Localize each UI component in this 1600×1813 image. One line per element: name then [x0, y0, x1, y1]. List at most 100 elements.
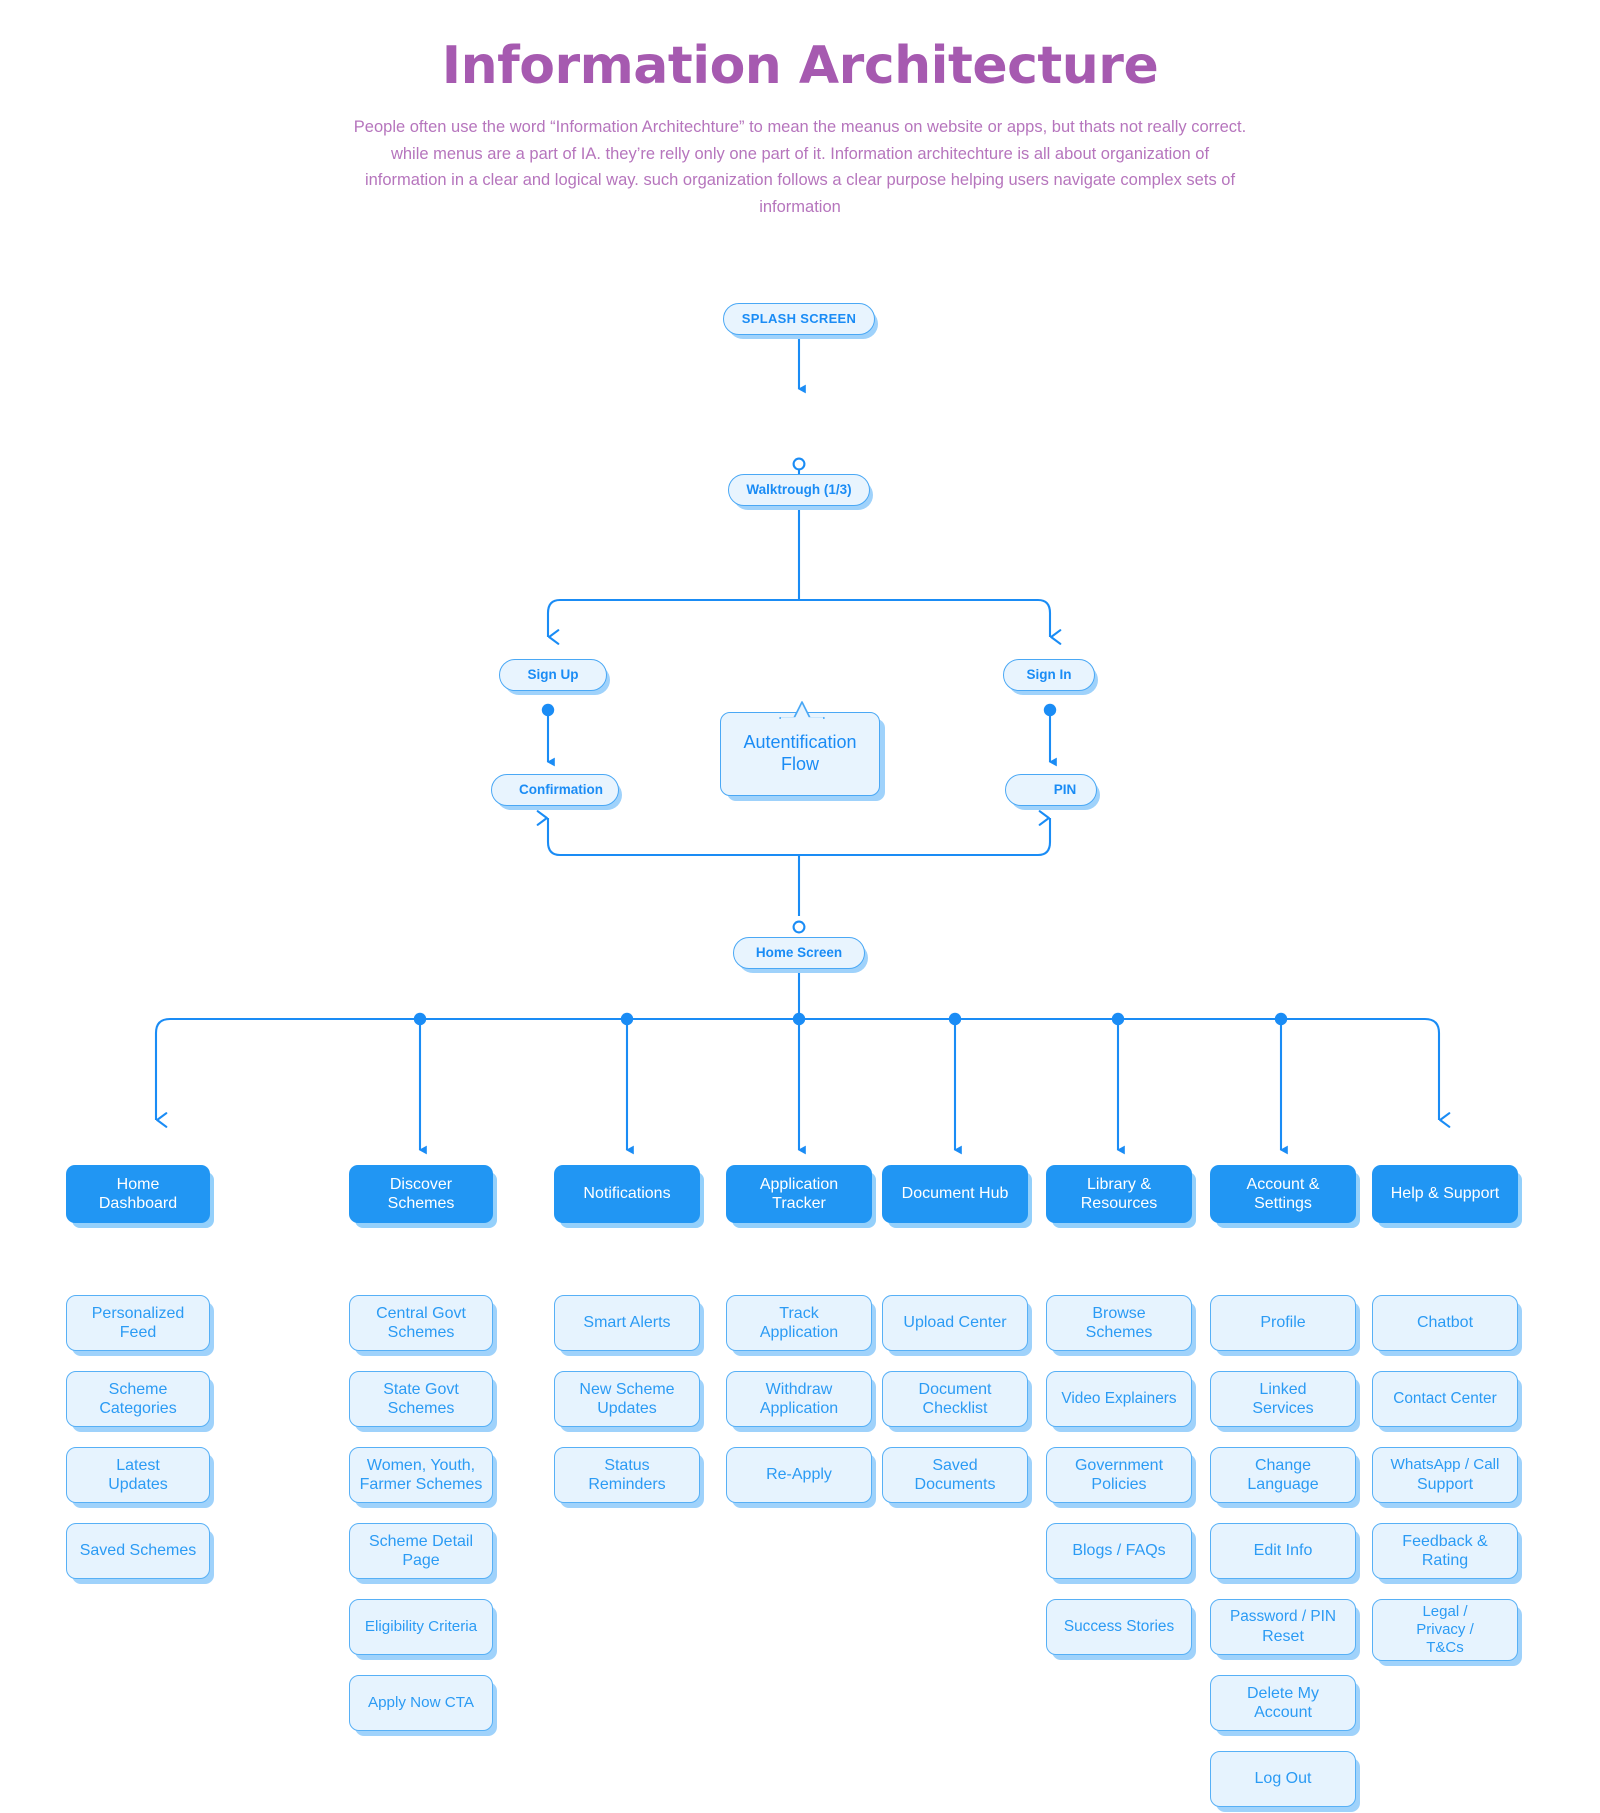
sub-item[interactable]: Document Checklist — [882, 1371, 1028, 1427]
sub-label-line1: WhatsApp / Call — [1390, 1456, 1500, 1474]
category-label-line1: Discover — [389, 1175, 453, 1193]
sub-item[interactable]: Change Language — [1210, 1447, 1356, 1503]
sub-item[interactable]: Latest Updates — [66, 1447, 210, 1503]
category-card[interactable]: Help & Support — [1372, 1165, 1518, 1223]
category-card[interactable]: Home Dashboard — [66, 1165, 210, 1223]
category-card[interactable]: Application Tracker — [726, 1165, 872, 1223]
node-pin[interactable]: PIN — [1005, 774, 1097, 806]
sub-label-line1: Feedback & — [1402, 1532, 1488, 1550]
sub-item[interactable]: Central Govt Schemes — [349, 1295, 493, 1351]
sub-item[interactable]: Scheme Detail Page — [349, 1523, 493, 1579]
category-card[interactable]: Library & Resources — [1046, 1165, 1192, 1223]
sub-item[interactable]: Linked Services — [1210, 1371, 1356, 1427]
category-card[interactable]: Account & Settings — [1210, 1165, 1356, 1223]
node-sign-in[interactable]: Sign In — [1003, 659, 1095, 691]
sub-label-line1: Edit Info — [1253, 1542, 1313, 1560]
sub-label-line1: Profile — [1260, 1314, 1306, 1332]
node-home-screen[interactable]: Home Screen — [733, 937, 865, 969]
column-discover-schemes: Discover Schemes Central Govt Schemes St… — [349, 1165, 493, 1751]
sub-item[interactable]: Withdraw Application — [726, 1371, 872, 1427]
sub-item[interactable]: Legal / Privacy / T&Cs — [1372, 1599, 1518, 1661]
sub-item[interactable]: Browse Schemes — [1046, 1295, 1192, 1351]
callout-authentication-flow: Autentification Flow — [720, 700, 880, 796]
node-label: Confirmation — [519, 781, 603, 797]
sub-item[interactable]: Delete My Account — [1210, 1675, 1356, 1731]
sub-label-line1: Success Stories — [1063, 1617, 1175, 1635]
sub-item[interactable]: Video Explainers — [1046, 1371, 1192, 1427]
sub-item[interactable]: Edit Info — [1210, 1523, 1356, 1579]
sub-label-line2: Application — [759, 1324, 839, 1341]
sub-label-line1: Legal / — [1422, 1603, 1468, 1620]
sub-label-line1: Latest — [116, 1456, 160, 1474]
sub-label-line2: Privacy / — [1416, 1621, 1474, 1638]
sub-item[interactable]: Contact Center — [1372, 1371, 1518, 1427]
node-label: Sign Up — [527, 666, 579, 682]
sub-label-line2: Reset — [1262, 1627, 1304, 1645]
sub-item[interactable]: Scheme Categories — [66, 1371, 210, 1427]
sub-item[interactable]: Blogs / FAQs — [1046, 1523, 1192, 1579]
sub-label-line2: Language — [1247, 1476, 1319, 1493]
node-label: SPLASH SCREEN — [741, 311, 857, 327]
sub-label-line1: State Govt — [383, 1380, 459, 1398]
sub-label-line2: Updates — [597, 1400, 657, 1417]
sub-label-line1: Saved — [932, 1456, 978, 1474]
sub-label-line1: Apply Now CTA — [367, 1693, 475, 1711]
sub-item[interactable]: Upload Center — [882, 1295, 1028, 1351]
callout-line-1: Autentification — [743, 732, 857, 753]
sub-item[interactable]: Women, Youth, Farmer Schemes — [349, 1447, 493, 1503]
sub-label-line1: Saved Schemes — [79, 1542, 197, 1560]
sub-item[interactable]: State Govt Schemes — [349, 1371, 493, 1427]
category-label-line2: Schemes — [387, 1195, 455, 1212]
sub-item[interactable]: Personalized Feed — [66, 1295, 210, 1351]
node-sign-up[interactable]: Sign Up — [499, 659, 607, 691]
sub-item[interactable]: Log Out — [1210, 1751, 1356, 1807]
sub-item[interactable]: Feedback & Rating — [1372, 1523, 1518, 1579]
sub-label-line1: Linked — [1259, 1380, 1307, 1398]
sub-label-line2: Documents — [914, 1476, 996, 1493]
sub-item[interactable]: New Scheme Updates — [554, 1371, 700, 1427]
sub-label-line1: Browse — [1092, 1304, 1146, 1322]
sub-label-line2: Policies — [1091, 1476, 1147, 1493]
node-splash-screen[interactable]: SPLASH SCREEN — [723, 303, 875, 335]
category-label-line2: Tracker — [772, 1195, 826, 1212]
sub-label-line2: Services — [1252, 1400, 1314, 1417]
sub-item[interactable]: Apply Now CTA — [349, 1675, 493, 1731]
sub-label-line1: Track — [779, 1304, 819, 1322]
sub-item[interactable]: Re-Apply — [726, 1447, 872, 1503]
column-document-hub: Document Hub Upload Center Document Chec… — [882, 1165, 1028, 1523]
sub-item[interactable]: Government Policies — [1046, 1447, 1192, 1503]
sub-item[interactable]: Password / PIN Reset — [1210, 1599, 1356, 1655]
category-card[interactable]: Discover Schemes — [349, 1165, 493, 1223]
sub-item[interactable]: Track Application — [726, 1295, 872, 1351]
sub-item[interactable]: Smart Alerts — [554, 1295, 700, 1351]
node-confirmation[interactable]: Confirmation — [491, 774, 619, 806]
sub-item[interactable]: Saved Schemes — [66, 1523, 210, 1579]
sub-item[interactable]: Success Stories — [1046, 1599, 1192, 1655]
sub-label-line1: Chatbot — [1416, 1314, 1474, 1332]
category-card[interactable]: Notifications — [554, 1165, 700, 1223]
callout-body: Autentification Flow — [720, 712, 880, 796]
page-title: Information Architecture — [441, 36, 1159, 96]
category-label-line1: Application — [759, 1175, 839, 1193]
sub-item[interactable]: Saved Documents — [882, 1447, 1028, 1503]
sub-item[interactable]: Profile — [1210, 1295, 1356, 1351]
callout-pointer-icon — [779, 701, 825, 720]
node-label: Home Screen — [755, 944, 843, 960]
sub-item[interactable]: Chatbot — [1372, 1295, 1518, 1351]
sub-item[interactable]: Eligibility Criteria — [349, 1599, 493, 1655]
page-header: Information Architecture People often us… — [0, 0, 1600, 221]
sub-item[interactable]: Status Reminders — [554, 1447, 700, 1503]
sub-item[interactable]: WhatsApp / Call Support — [1372, 1447, 1518, 1503]
column-application-tracker: Application Tracker Track Application Wi… — [726, 1165, 872, 1523]
sub-label-line1: Women, Youth, — [366, 1456, 476, 1474]
node-label: Sign In — [1026, 666, 1072, 682]
category-card[interactable]: Document Hub — [882, 1165, 1028, 1223]
column-library-resources: Library & Resources Browse Schemes Video… — [1046, 1165, 1192, 1675]
sub-label-line2: Checklist — [922, 1400, 988, 1417]
node-walkthrough[interactable]: Walktrough (1/3) — [728, 474, 870, 506]
column-notifications: Notifications Smart Alerts New Scheme Up… — [554, 1165, 700, 1523]
sub-label-line1: Scheme Detail — [368, 1532, 474, 1550]
sub-label-line1: Blogs / FAQs — [1072, 1542, 1166, 1560]
sub-label-line2: Page — [402, 1552, 440, 1569]
